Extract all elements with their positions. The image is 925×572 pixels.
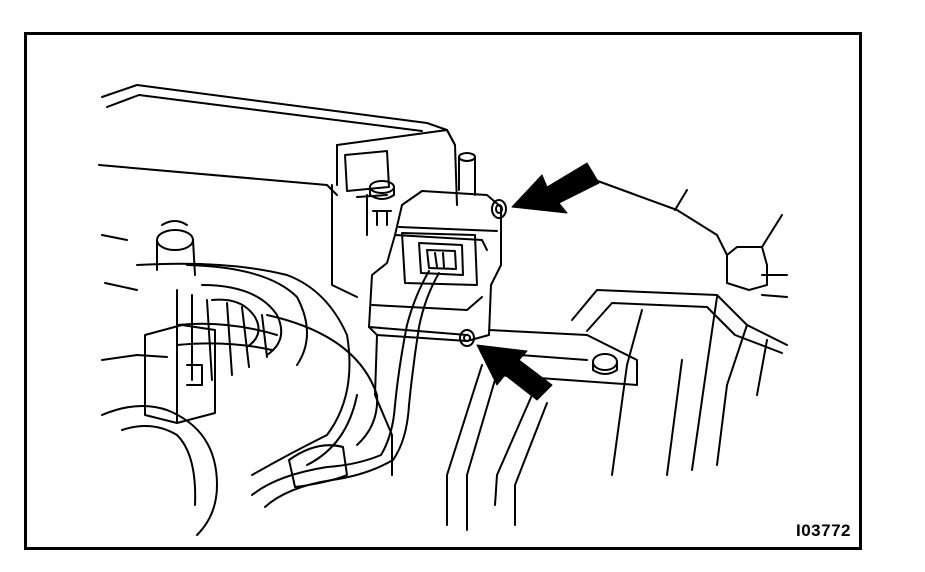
blower-fan: [136, 220, 351, 436]
upper-housing: [98, 84, 458, 298]
actuator-connector: [401, 232, 478, 286]
diagram-frame: I03772: [24, 32, 862, 550]
arrow-icon: [511, 162, 600, 214]
actuator-body: [368, 190, 502, 342]
lower-mounting-screw: [459, 329, 475, 347]
upper-mounting-screw: [491, 199, 507, 219]
lower-left-housing: [101, 234, 218, 536]
fan-shroud: [251, 314, 379, 476]
support-rods: [374, 334, 548, 531]
technical-illustration: [98, 84, 788, 536]
right-panel: [594, 179, 788, 298]
arrow-icon: [476, 344, 553, 401]
figure-code: I03772: [796, 521, 851, 540]
motor-bracket: [144, 324, 216, 424]
lower-duct: [571, 289, 788, 476]
top-knob: [369, 180, 395, 226]
top-post: [458, 152, 476, 196]
